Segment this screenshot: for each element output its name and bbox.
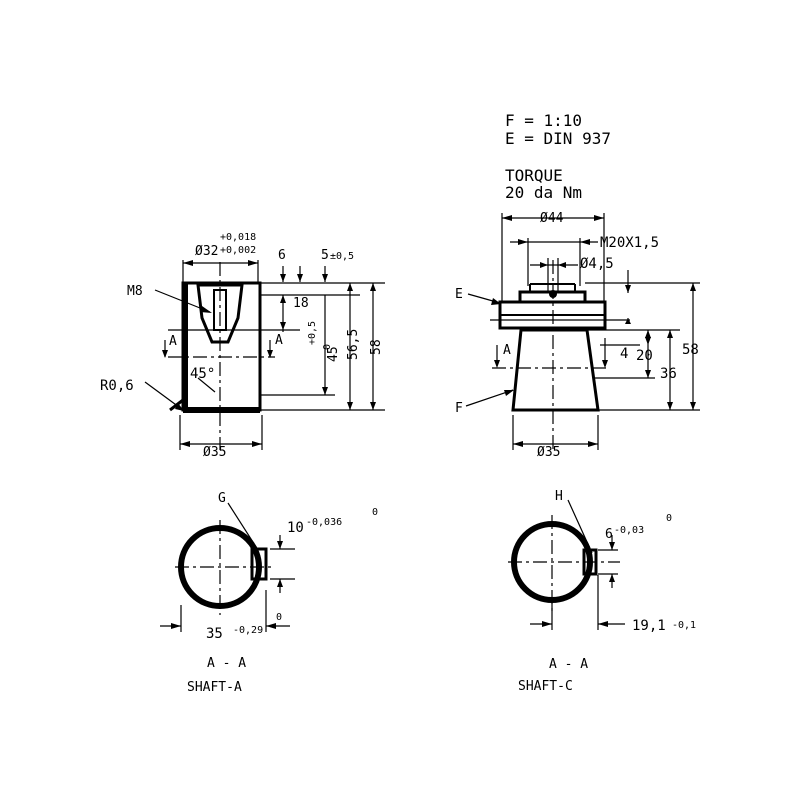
scale-text: F = 1:10: [505, 111, 582, 130]
section-a-right: A: [275, 333, 283, 348]
thread-m8: M8: [127, 284, 143, 299]
key-width-tol-lower: 0: [372, 507, 378, 518]
section-a-c-left: A: [503, 343, 511, 358]
dia-top-tol-upper: +0,018: [220, 232, 256, 243]
key-width-tol-upper: -0,036: [306, 517, 342, 528]
dim-6: 6: [278, 248, 286, 263]
tol-0: 0: [322, 344, 333, 350]
radius-r06: R0,6: [100, 378, 134, 394]
shaft-a-body: [181, 281, 262, 412]
angle-45: 45°: [190, 366, 215, 382]
dim-58: 58: [369, 339, 384, 355]
dim-18: 18: [293, 296, 309, 311]
torque-label: TORQUE: [505, 166, 563, 185]
drawing-header: F = 1:10 E = DIN 937 TORQUE 20 da Nm: [505, 111, 611, 202]
dia-top-tol-lower: +0,002: [220, 245, 256, 256]
section-title-a: A - A: [207, 656, 246, 671]
dia-bottom-c: Ø35: [537, 445, 560, 460]
dim-56-5: 56,5: [346, 329, 361, 360]
shaft-a-name: SHAFT-A: [187, 680, 242, 695]
standard-text: E = DIN 937: [505, 129, 611, 148]
dia-top-label: Ø32: [195, 244, 218, 259]
key-width-c-tol-upper: -0,03: [614, 525, 644, 536]
label-e: E: [455, 287, 463, 302]
shaft-a-section-view: G 10 -0,036 0 35 -0,29 0 A - A SHAFT-A: [160, 491, 378, 695]
label-f: F: [455, 401, 463, 416]
dim-5: 5: [321, 248, 329, 263]
shaft-c-side-view: Ø44 M20X1,5 Ø4,5 E F A: [455, 211, 700, 460]
shaft-c-name: SHAFT-C: [518, 679, 573, 694]
dim-5-tol: ±0,5: [330, 251, 354, 262]
dia-44: Ø44: [540, 211, 564, 226]
section-dia-tol-upper: -0,29: [233, 625, 263, 636]
section-title-c: A - A: [549, 657, 588, 672]
key-width-10: 10: [287, 520, 304, 536]
shaft-a-bore: [196, 283, 244, 344]
dia-4-5: Ø4,5: [580, 256, 614, 272]
section-dia-tol-lower: 0: [276, 612, 282, 623]
torque-value: 20 da Nm: [505, 183, 582, 202]
shaft-c-section-view: H 6 -0,03 0 19,1 -0,1 A - A SHAFT-C: [508, 489, 696, 694]
key-width-c-tol-lower: 0: [666, 513, 672, 524]
dim-45: 45: [326, 346, 341, 362]
shaft-a-keyway: [250, 547, 268, 581]
section-marker-g: G: [218, 491, 226, 506]
thread-m20: M20X1,5: [600, 235, 659, 251]
dim-36: 36: [660, 366, 677, 382]
dim-20: 20: [636, 348, 653, 364]
shaft-c-body: [511, 328, 600, 412]
section-dia-35: 35: [206, 626, 223, 642]
tol-plus05: +0,5: [307, 321, 318, 345]
section-a-left: A: [169, 334, 177, 349]
dia-bottom: Ø35: [203, 445, 226, 460]
shaft-a-side-view: +0,018 Ø32 +0,002 6 5 ±0,5 18 M8 +0,5 0 …: [100, 232, 385, 460]
key-width-6: 6: [605, 527, 613, 542]
dim-58-c: 58: [682, 342, 699, 358]
dim-4: 4: [620, 346, 628, 362]
flat-dim-tol: -0,1: [672, 620, 696, 631]
section-marker-h: H: [555, 489, 563, 504]
flat-dim-19-1: 19,1: [632, 618, 666, 634]
